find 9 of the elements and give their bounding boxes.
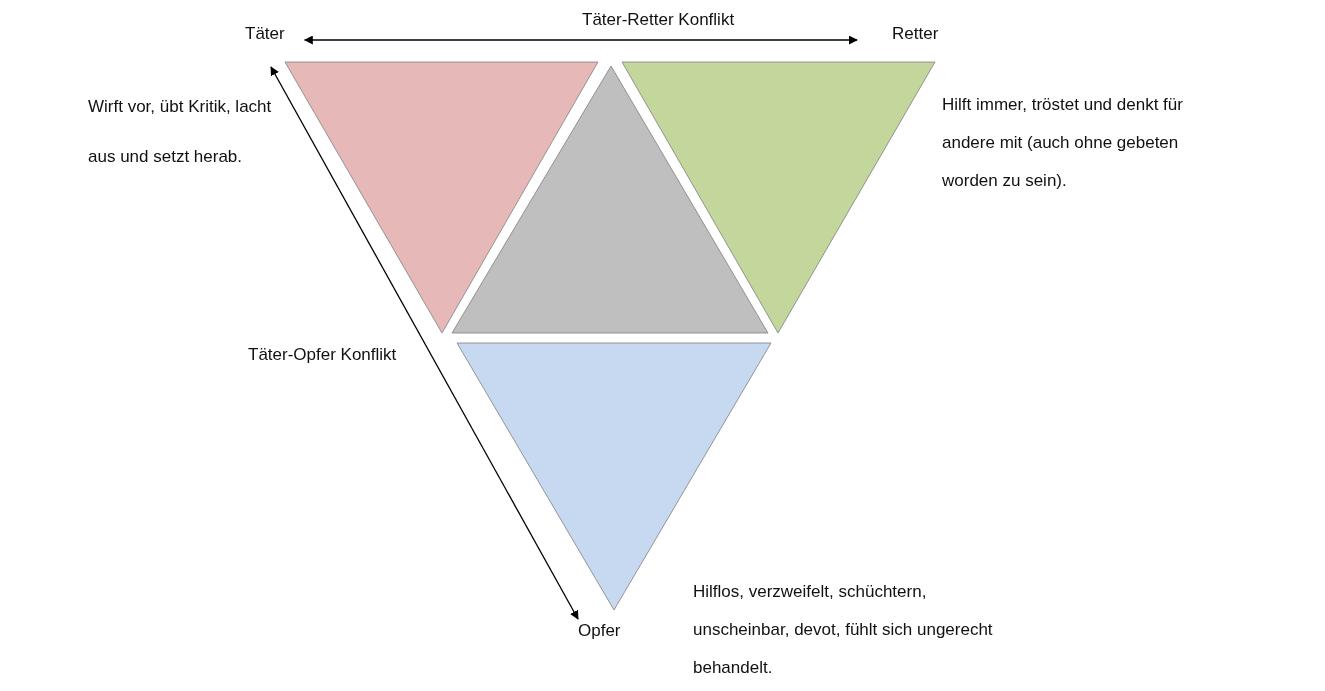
role-label: Retter	[892, 24, 939, 44]
double-arrow	[303, 35, 858, 45]
role-label: Opfer	[578, 621, 621, 641]
description-text: Hilflos, verzweifelt, schüchtern, unscheinbar, devot, fühlt sich ungerecht behandelt.	[693, 581, 993, 679]
edge-label: Täter-Opfer Konflikt	[246, 345, 399, 365]
role-label: Täter	[245, 24, 285, 44]
double-arrow	[270, 66, 579, 620]
description-text: Wirft vor, übt Kritik, lacht aus und setzt herab.	[88, 96, 273, 168]
description-text: Hilft immer, tröstet und denkt für andere mit (auch ohne gebeten worden zu sein).	[942, 94, 1184, 192]
